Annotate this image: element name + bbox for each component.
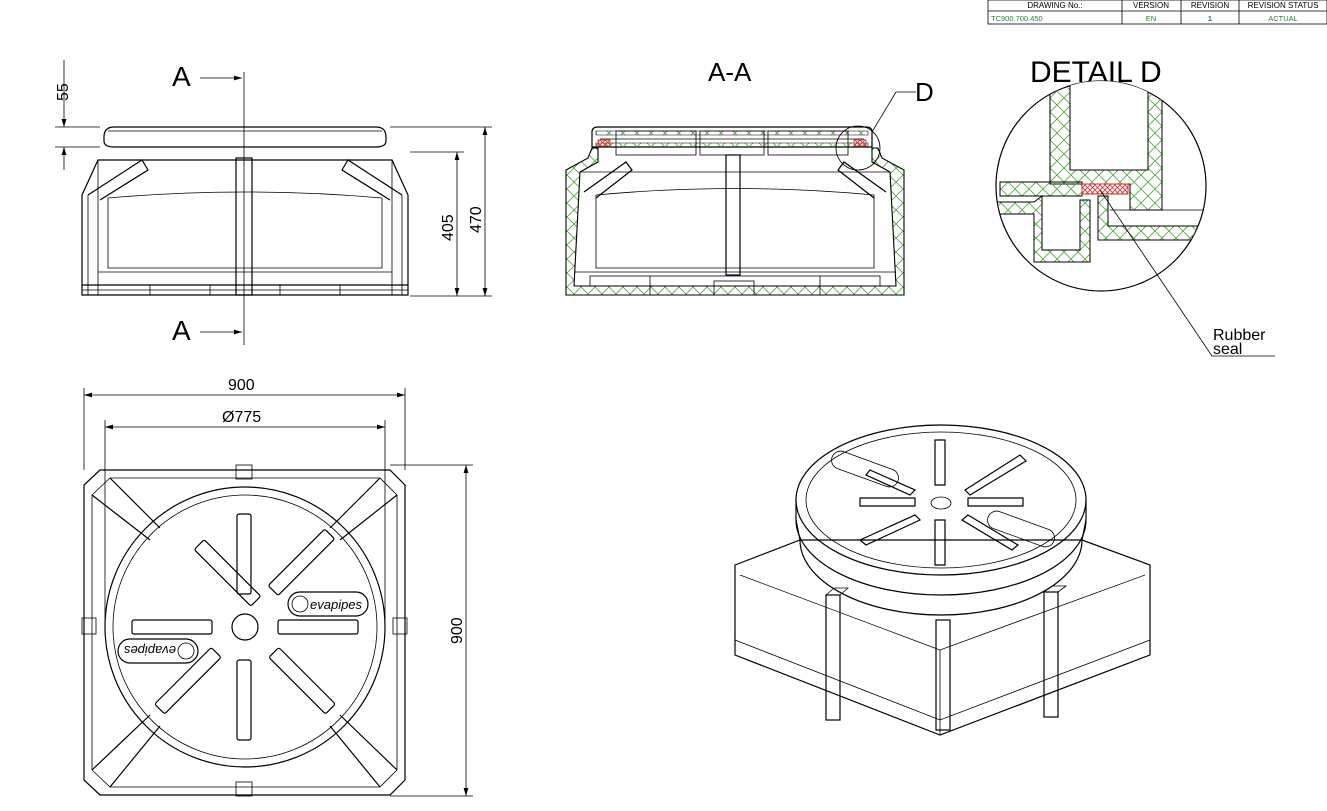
- detail-view: DETAIL D Rubber seal: [995, 56, 1275, 358]
- section-view: A-A D: [565, 57, 934, 296]
- dim-body-height: 405: [440, 214, 457, 241]
- top-view: evapipes evapipes: [81, 464, 408, 797]
- section-title: A-A: [708, 57, 752, 87]
- title-header-revision: REVISION: [1191, 1, 1229, 10]
- revision-value: 1: [1208, 14, 1212, 23]
- logo-right: evapipes: [287, 591, 369, 617]
- svg-text:evapipes: evapipes: [123, 643, 176, 658]
- section-mark-bottom: A: [172, 315, 191, 346]
- front-view: [81, 126, 409, 296]
- dim-total-height: 470: [468, 206, 485, 233]
- title-header-drawing-no: DRAWING No.:: [1027, 1, 1082, 10]
- seal-label-line2: seal: [1213, 341, 1242, 358]
- svg-text:evapipes: evapipes: [310, 597, 363, 612]
- dim-depth: 900: [449, 617, 466, 644]
- dim-width: 900: [228, 377, 255, 394]
- seal-label-line1: Rubber: [1213, 327, 1266, 344]
- version-value: EN: [1146, 14, 1156, 23]
- isometric-view: [734, 424, 1151, 736]
- detail-callout: D: [915, 77, 934, 107]
- top-dimensions: 900 Ø775 900: [83, 377, 473, 797]
- dim-lid-height: 55: [55, 83, 72, 101]
- dim-lid-diameter: Ø775: [222, 409, 261, 426]
- revision-status-value: ACTUAL: [1268, 14, 1298, 23]
- section-line-a: A A: [172, 61, 245, 346]
- drawing-number: TC900.700.450: [991, 14, 1043, 23]
- title-block: DRAWING No.: VERSION REVISION REVISION S…: [987, 0, 1327, 25]
- section-mark-top: A: [172, 61, 191, 92]
- title-header-revision-status: REVISION STATUS: [1248, 1, 1319, 10]
- logo-left: evapipes: [117, 638, 199, 664]
- front-dimensions: 55 405 470: [55, 60, 492, 297]
- title-header-version: VERSION: [1133, 1, 1169, 10]
